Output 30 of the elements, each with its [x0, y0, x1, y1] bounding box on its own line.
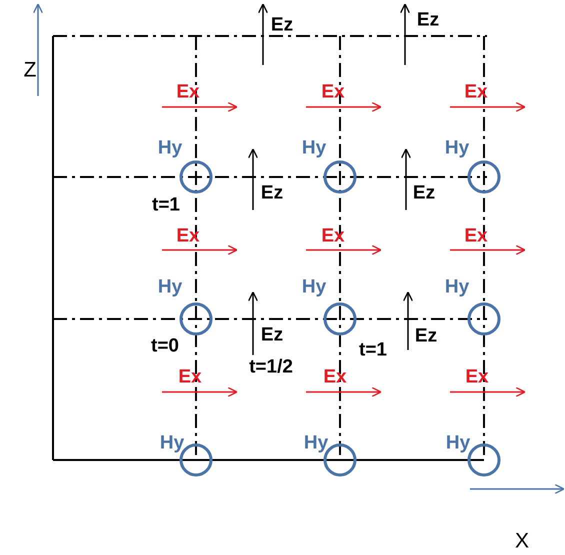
field-label: Ex [176, 82, 200, 102]
field-label: Ex [465, 368, 489, 386]
field-label: Ez [260, 326, 284, 344]
field-label: Hy [444, 278, 470, 296]
field-label: Ex [464, 226, 488, 246]
field-label: Hy [446, 434, 470, 452]
field-label: Ex [464, 82, 488, 102]
axis-label: X [515, 530, 529, 552]
field-label: Ex [321, 82, 345, 102]
axis-label: Z [24, 60, 36, 80]
time-label: t=1 [359, 340, 387, 360]
field-label: Ex [321, 226, 345, 246]
field-label: Ex [323, 368, 347, 386]
field-label: Hy [158, 138, 182, 158]
time-label: t=1/2 [249, 358, 293, 376]
field-label: Hy [444, 138, 470, 158]
field-label: Ez [416, 10, 440, 30]
field-label: Hy [158, 278, 182, 296]
field-label: Ex [178, 368, 202, 386]
field-label: Hy [304, 434, 328, 452]
field-label: Ex [176, 226, 200, 246]
time-label: t=0 [151, 336, 179, 356]
field-label: Ez [270, 16, 294, 34]
field-label: Hy [160, 434, 184, 452]
field-label: Ez [260, 184, 284, 202]
field-label: Ez [414, 326, 438, 346]
field-label: Hy [302, 278, 326, 296]
field-label: Ez [412, 184, 436, 202]
field-label: Hy [302, 138, 326, 158]
time-label: t=1 [152, 196, 180, 214]
